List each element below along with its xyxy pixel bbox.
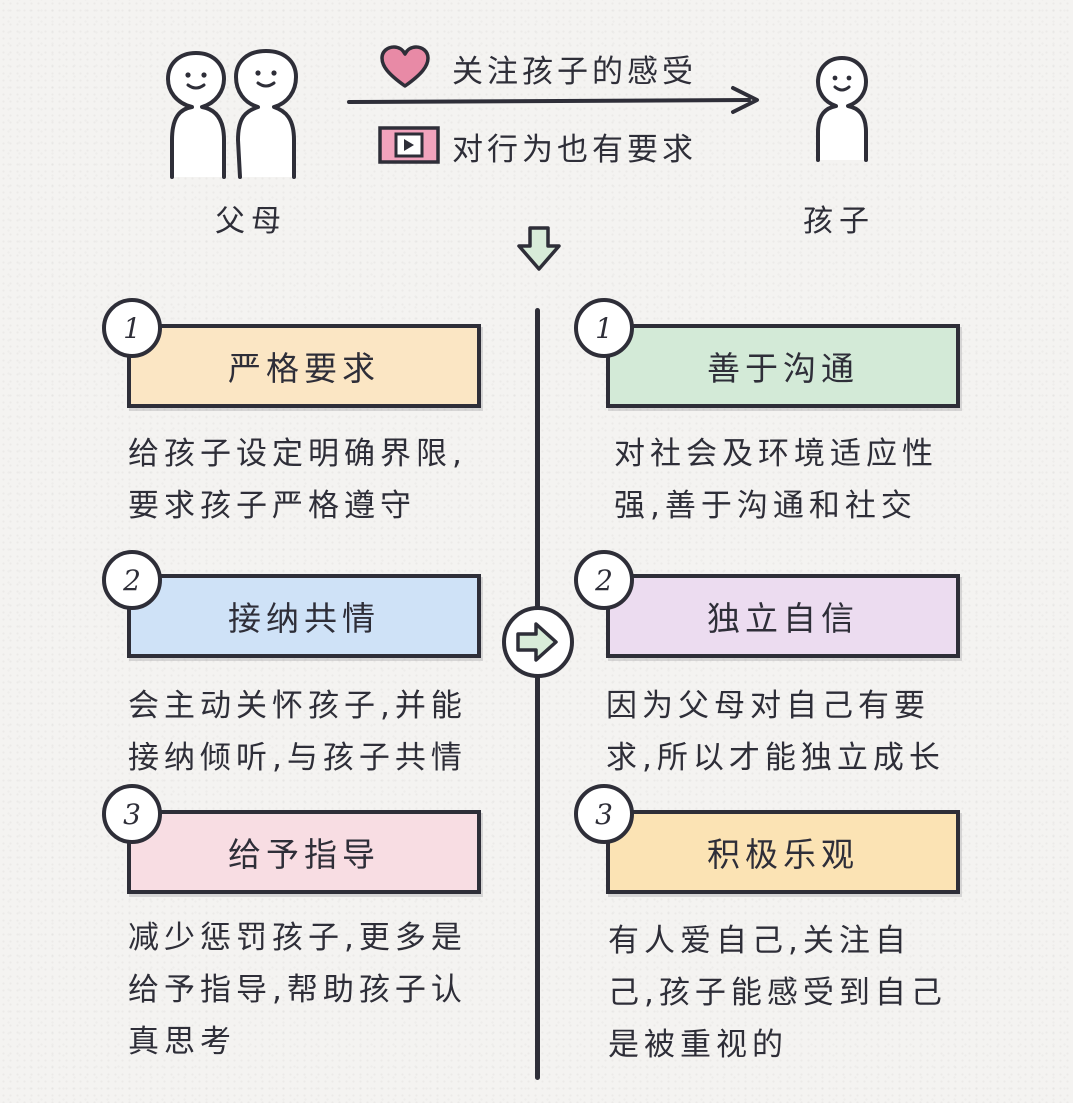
column-divider	[535, 308, 540, 1080]
left-card-1-title: 严格要求	[228, 349, 380, 388]
relation-bottom-text: 对行为也有要求	[452, 132, 697, 168]
right-card-2: 独立自信	[606, 574, 960, 658]
left-card-1: 严格要求	[127, 324, 481, 408]
left-desc-3: 减少惩罚孩子,更多是 给予指导,帮助孩子认 真思考	[128, 920, 467, 1060]
right-desc-3: 有人爱自己,关注自 己,孩子能感受到自己 是被重视的	[608, 923, 947, 1063]
right-desc-1: 对社会及环境适应性 强,善于沟通和社交	[614, 436, 938, 524]
right-card-2-title: 独立自信	[707, 599, 859, 638]
left-card-2-title: 接纳共情	[228, 599, 380, 638]
left-desc-2: 会主动关怀孩子,并能 接纳倾听,与孩子共情	[128, 688, 467, 776]
parents-figure	[166, 49, 298, 179]
right-badge-1: 1	[574, 298, 634, 358]
right-badge-3: 3	[574, 784, 634, 844]
arrow-right-circle-icon	[502, 606, 574, 678]
child-label: 孩子	[803, 204, 875, 239]
play-icon	[378, 126, 440, 164]
right-card-3: 积极乐观	[606, 810, 960, 894]
heart-icon	[380, 45, 430, 88]
left-card-3: 给予指导	[127, 810, 481, 894]
right-card-1: 善于沟通	[606, 324, 960, 408]
parents-label: 父母	[215, 204, 287, 239]
right-desc-2: 因为父母对自己有要 求,所以才能独立成长	[606, 688, 945, 776]
arrow-right-icon	[347, 86, 759, 114]
left-badge-1: 1	[102, 298, 162, 358]
relation-top-text: 关注孩子的感受	[452, 54, 697, 90]
left-desc-1: 给孩子设定明确界限, 要求孩子严格遵守	[128, 436, 467, 524]
child-figure	[816, 56, 868, 162]
right-badge-2: 2	[574, 550, 634, 610]
left-card-3-title: 给予指导	[228, 835, 380, 874]
left-badge-2: 2	[102, 550, 162, 610]
left-badge-3: 3	[102, 784, 162, 844]
right-card-1-title: 善于沟通	[707, 349, 859, 388]
arrow-down-icon	[517, 226, 561, 271]
right-card-3-title: 积极乐观	[707, 835, 859, 874]
left-card-2: 接纳共情	[127, 574, 481, 658]
